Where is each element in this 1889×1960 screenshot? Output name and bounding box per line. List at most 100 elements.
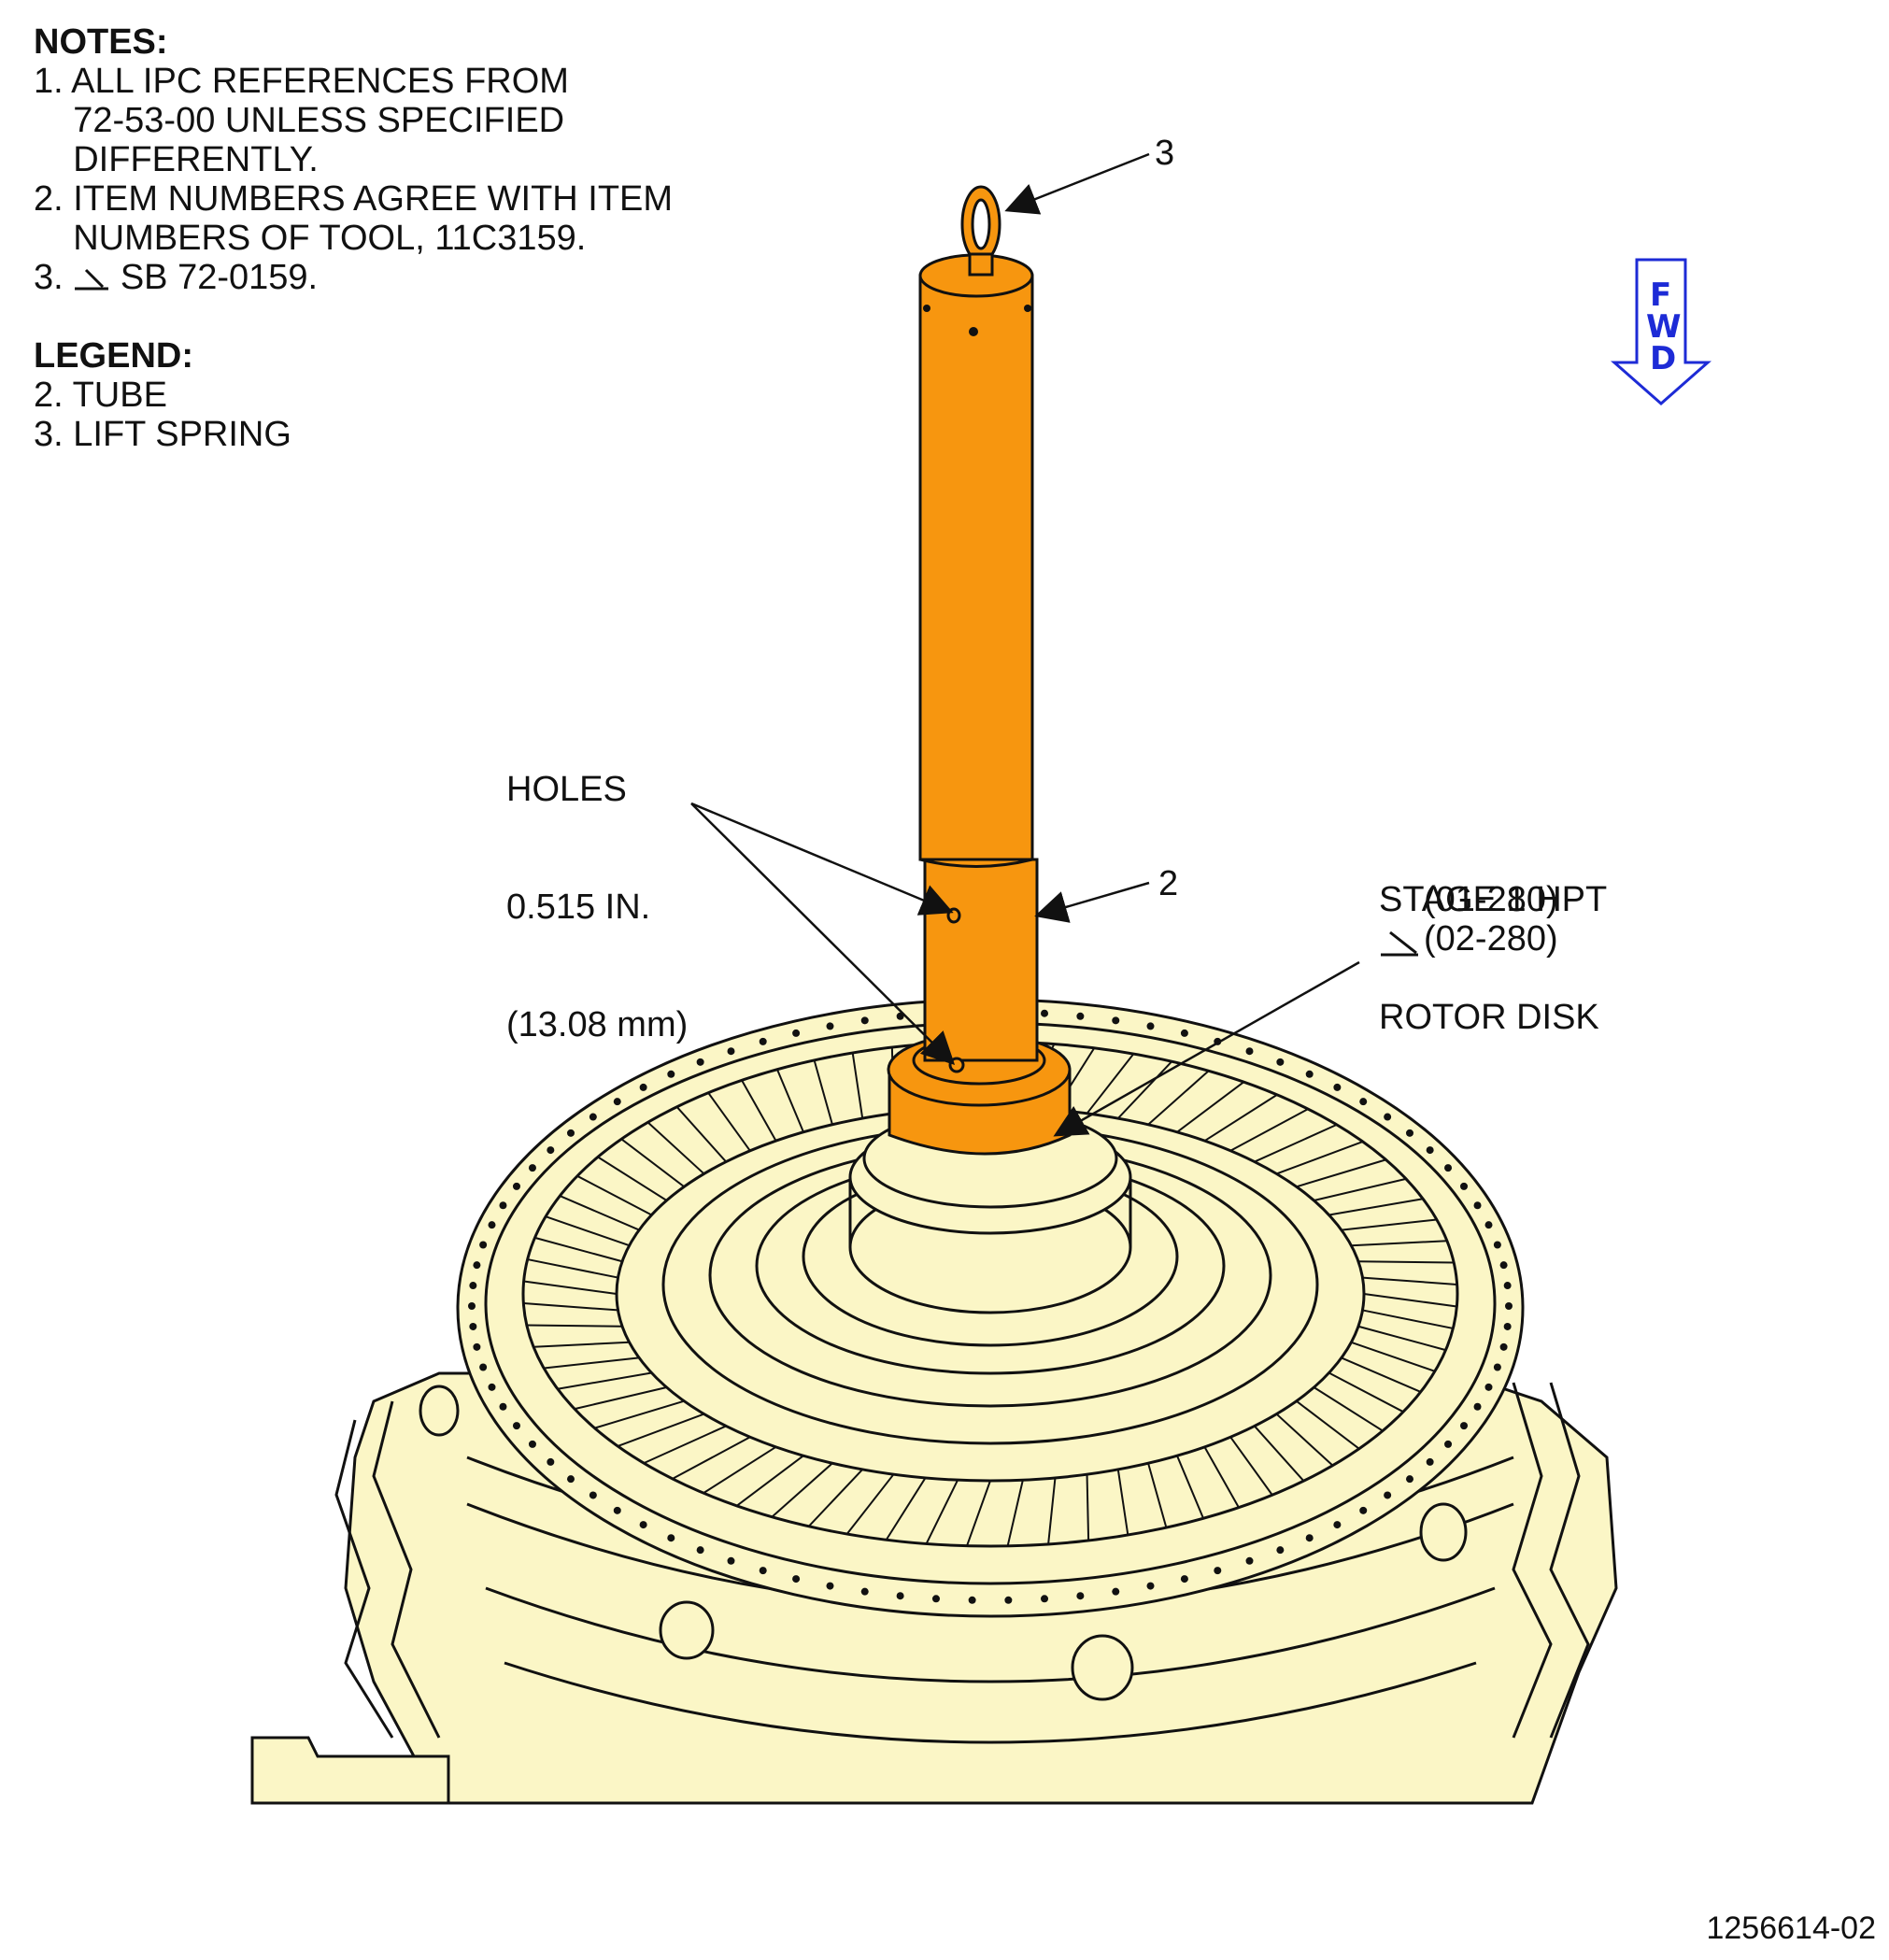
flange-bolt [826,1022,834,1030]
callout-holes: HOLES 0.515 IN. (13.08 mm) [506,691,688,1084]
flange-bolt [479,1363,488,1371]
flange-bolt [696,1058,704,1066]
flange-bolt [1473,1201,1482,1210]
turbine-blade [1341,1356,1422,1393]
turbine-blade [1229,1108,1309,1152]
callout-item-2: 2 [1158,864,1179,903]
turbine-blade [594,1399,685,1429]
flange-bolt [792,1029,801,1037]
turbine-blade [526,1324,623,1328]
turbine-blade [1275,1413,1334,1467]
turbine-blade [703,1445,777,1494]
flange-bolt [479,1241,488,1249]
turbine-blade [1176,1081,1244,1133]
turbine-blade [925,1479,959,1544]
turbine-blade [545,1215,630,1247]
turbine-blade [523,1280,618,1295]
callout-item-3: 3 [1155,134,1175,173]
left-plumbing [334,1419,394,1739]
tube-upper-section [918,274,1034,861]
flange-bolt [1305,1534,1314,1542]
turbine-blade [597,1156,668,1201]
turbine-blade [845,1473,895,1535]
turbine-blade [741,1079,777,1142]
turbine-blade [574,1386,667,1411]
flange-bolt [1076,1012,1085,1020]
flange-bolt [896,1592,904,1600]
holes-size-mm: (13.08 mm) [506,1005,689,1044]
turbine-blade [557,1371,652,1390]
tube-tool [887,185,1072,1156]
turbine-blade [646,1121,705,1175]
turbine-blade [807,1469,863,1527]
turbine-blade [1116,1469,1129,1536]
turbine-blade [813,1059,833,1126]
flange-bolt [1444,1440,1453,1448]
turbine-blade [1203,1446,1240,1509]
engine-assembly [250,998,1618,1805]
legend-item-tube: 2. TUBE [34,376,167,415]
turbine-blade [643,1425,727,1465]
fwd-letter-f: F [1650,277,1672,314]
turbine-blades [523,1041,1457,1547]
turbine-blade [1047,1477,1057,1545]
turbine-blade [1176,1455,1204,1519]
flange-bolt [667,1070,675,1078]
flange-bolt [1499,1342,1508,1351]
turbine-blade [618,1413,704,1447]
turbine-blade [1086,1053,1135,1115]
tube-hole-lower [948,1057,965,1073]
leader-disk [1053,960,1360,1137]
turbine-blade [559,1195,640,1231]
flange-bolt [667,1534,675,1542]
note-1-line-3: DIFFERENTLY. [34,140,319,179]
note-2-line-1: 2. ITEM NUMBERS AGREE WITH ITEM [34,179,674,219]
turbine-blade [1203,1094,1278,1143]
notes-heading: NOTES: [34,22,168,62]
turbine-blade [707,1092,751,1152]
turbine-blade [1363,1293,1457,1308]
flange-bolt [727,1047,735,1056]
flange-bolt [589,1491,597,1499]
flange-bolt [696,1546,704,1555]
leader-item3 [1004,152,1150,215]
disk-label-line-1: STAGE 1 HPT [1379,880,1608,919]
disk-label-line-2: ROTOR DISK [1379,998,1599,1037]
holes-label: HOLES [506,770,627,809]
flange-bolt [1473,1402,1482,1411]
holes-size-in: 0.515 IN. [506,888,651,927]
fwd-letter-d: D [1650,340,1677,377]
turbine-blade [1254,1123,1338,1163]
flange-bolt [1493,1363,1501,1371]
sb-flag-icon [75,268,109,291]
turbine-blade [1296,1399,1360,1450]
flange-bolt [469,1322,477,1330]
flange-bolt [1004,1596,1013,1604]
turbine-blade [576,1174,652,1216]
leader-lines [690,152,1360,1137]
turbine-blade [1086,1474,1090,1541]
flange-bolt [499,1201,507,1210]
fwd-letter-w: W [1646,308,1682,346]
note-3-text: SB 72-0159. [120,258,319,297]
turbine-blade [1276,1141,1363,1175]
flange-bolt [1384,1113,1392,1121]
flange-bolt [639,1083,647,1091]
flange-bolt [528,1164,536,1172]
flange-bolt [613,1098,621,1106]
flange-bolt [1460,1182,1469,1190]
flange-bolt [727,1556,735,1565]
turbine-blade [1147,1462,1168,1528]
flange-bolt [1245,1047,1254,1056]
flange-bolt [860,1587,869,1596]
flange-bolt [1460,1422,1469,1430]
turbine-blade [533,1341,630,1348]
figure-number: 1256614-02 [1706,1910,1876,1946]
flange-bolt [499,1402,507,1411]
turbine-blade [534,1236,623,1263]
flange-bolt [1276,1546,1285,1555]
notes-block: NOTES: 1. ALL IPC REFERENCES FROM 72-53-… [34,22,673,454]
disk-ipc-ref-2: (02-280) [1424,919,1558,959]
turbine-blade [1117,1060,1173,1119]
flange-bolt [1180,1029,1188,1037]
